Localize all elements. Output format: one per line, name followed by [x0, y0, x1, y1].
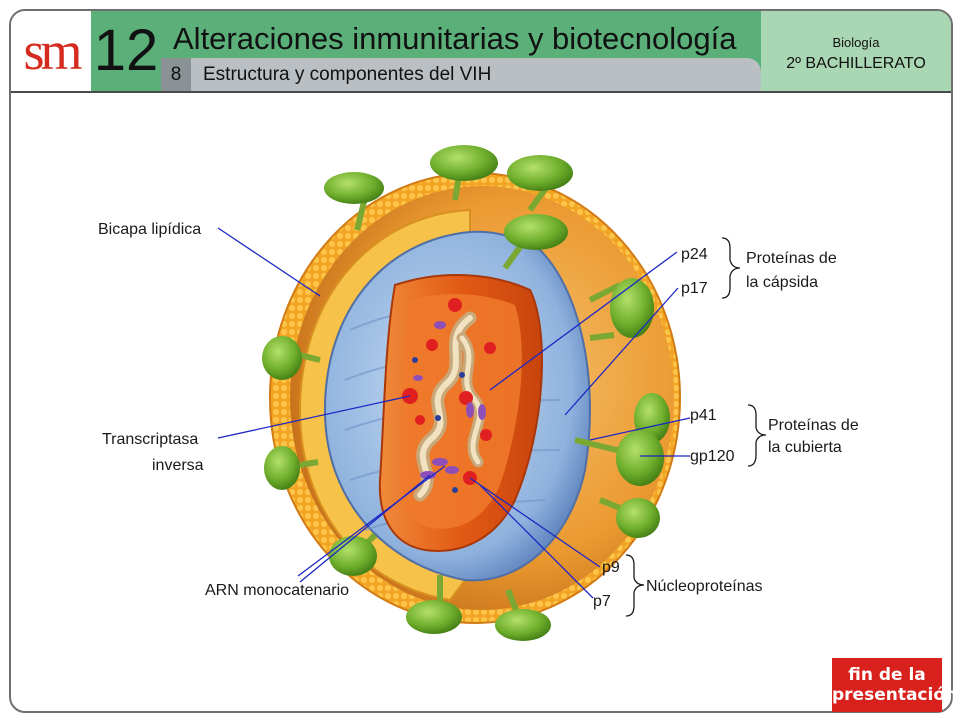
subject-box: Biología 2º BACHILLERATO: [761, 11, 951, 91]
label-arn-monocatenario: ARN monocatenario: [205, 582, 349, 599]
sm-logo: sm: [11, 11, 91, 91]
end-button-line2: presentación: [832, 685, 958, 705]
nucleoprotein-molecules: [412, 321, 486, 493]
label-gp120: gp120: [690, 448, 735, 465]
reverse-transcriptase-molecules: [402, 298, 496, 485]
logo-text: sm: [23, 21, 82, 81]
label-capsida-line2: la cápsida: [746, 274, 818, 291]
label-p24: p24: [681, 246, 708, 263]
subject-name: Biología: [832, 35, 880, 50]
label-p7: p7: [593, 593, 611, 610]
section-bar: 8 Estructura y componentes del VIH: [161, 58, 761, 91]
brackets: [625, 237, 767, 617]
slide-header: sm 12 Alteraciones inmunitarias y biotec…: [11, 11, 951, 93]
end-presentation-button[interactable]: fin de la presentación: [832, 658, 958, 712]
leader-lines: [217, 227, 691, 599]
title-area: Alteraciones inmunitarias y biotecnologí…: [161, 11, 761, 91]
label-p9: p9: [602, 559, 620, 576]
section-title: Estructura y componentes del VIH: [203, 64, 492, 85]
label-p41: p41: [690, 407, 717, 424]
section-number: 8: [161, 58, 191, 91]
label-cubierta-line2: la cubierta: [768, 439, 842, 456]
label-nucleoproteinas: Núcleoproteínas: [646, 578, 763, 595]
label-p17: p17: [681, 280, 708, 297]
label-bicapa-lipidica: Bicapa lipídica: [98, 221, 201, 238]
rna-strand-1-hl: [417, 315, 473, 498]
label-capsida-line1: Proteínas de: [746, 250, 837, 267]
unit-number-box: 12: [91, 11, 161, 91]
end-button-line1: fin de la: [848, 665, 926, 685]
label-transcriptasa-line1: Transcriptasa: [102, 431, 198, 448]
label-transcriptasa-line2: inversa: [152, 457, 204, 474]
unit-title: Alteraciones inmunitarias y biotecnologí…: [173, 21, 737, 56]
unit-number: 12: [93, 18, 159, 83]
rna-strand-2-hl: [459, 335, 483, 465]
label-cubierta-line1: Proteínas de: [768, 417, 859, 434]
subject-level: 2º BACHILLERATO: [786, 55, 926, 72]
